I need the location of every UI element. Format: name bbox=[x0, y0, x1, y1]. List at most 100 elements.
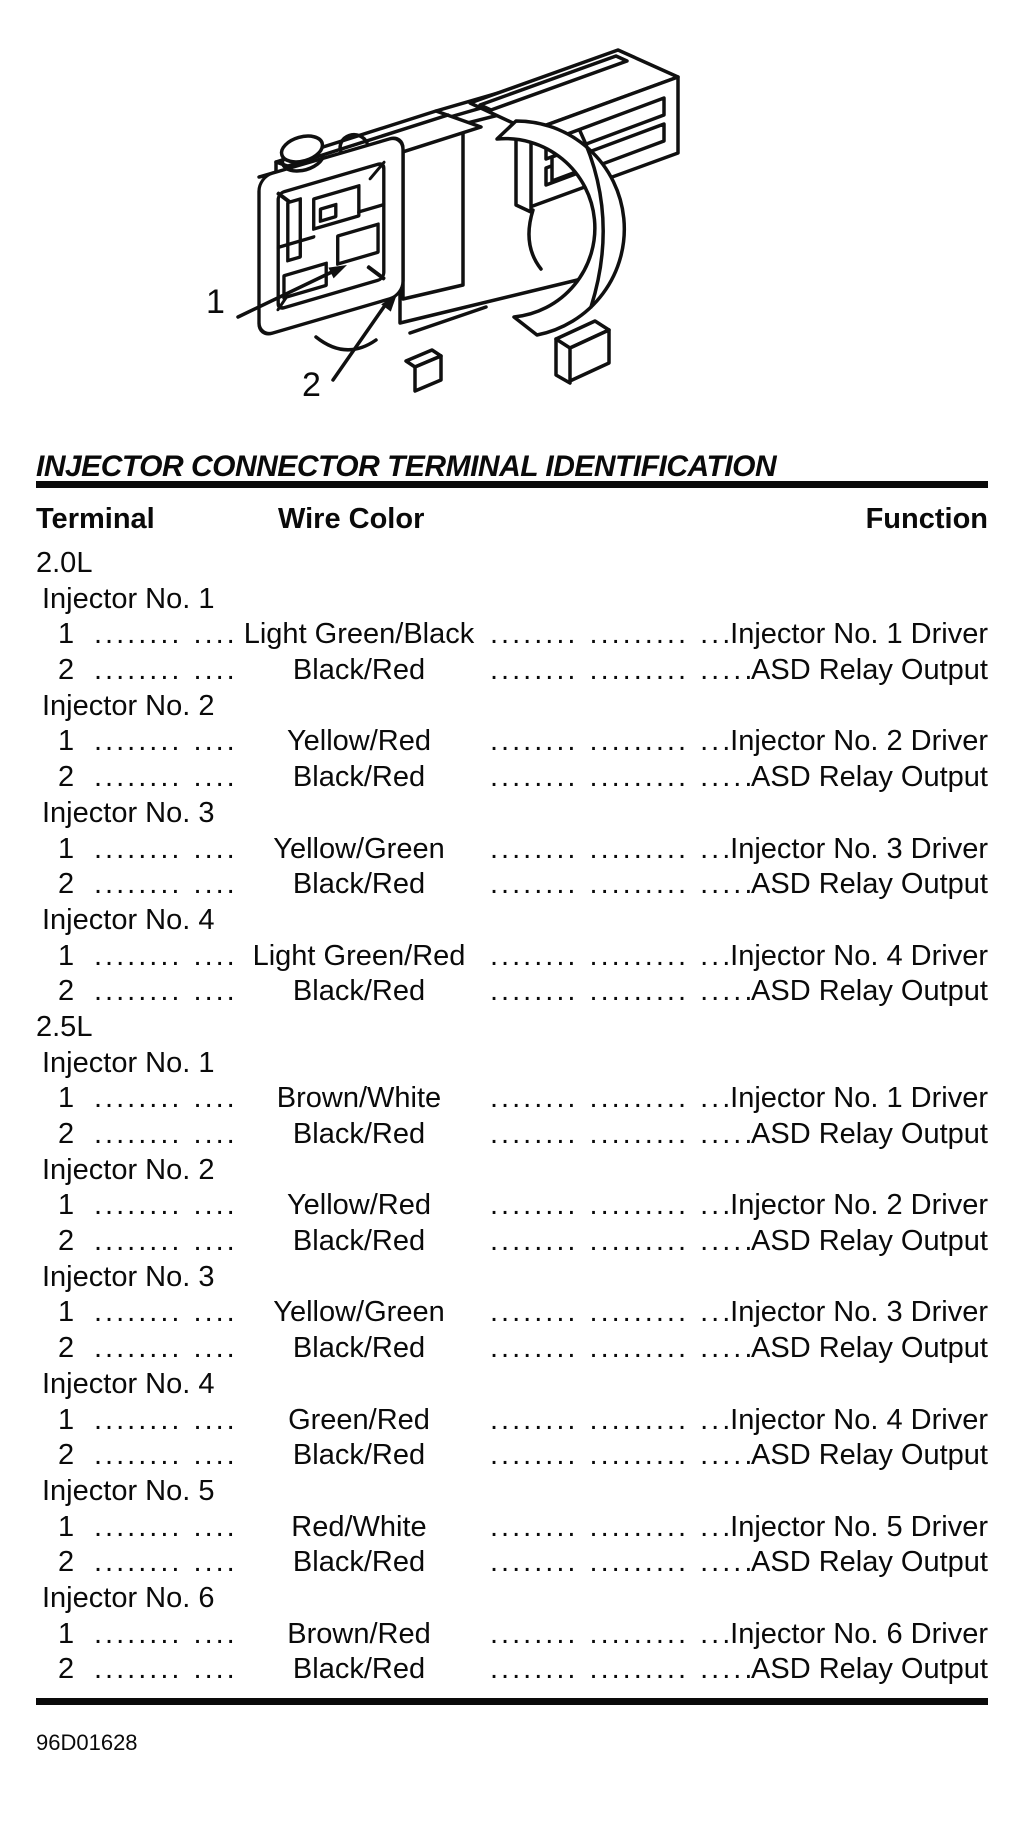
table-row: 1 ........ ......... ........ ......... .… bbox=[36, 724, 988, 760]
leader-dots: ........ ......... ........ ......... ..… bbox=[490, 1296, 730, 1329]
injector-group-label: Injector No. 2 bbox=[42, 689, 215, 722]
leader-dots: ........ ......... ........ ......... ..… bbox=[490, 1189, 730, 1222]
leader-dots: ........ ......... ........ ......... ..… bbox=[94, 1617, 236, 1650]
function-cell: ASD Relay Output bbox=[751, 1225, 988, 1258]
front-bottom-edge bbox=[408, 305, 488, 335]
table-row: 2........ ......... ........ ......... .… bbox=[36, 1117, 988, 1153]
injector-group-label: Injector No. 4 bbox=[42, 903, 215, 936]
table-row: 1........ ......... ........ ......... .… bbox=[36, 939, 988, 975]
leader-dots: ........ ......... ........ ......... ..… bbox=[94, 868, 236, 901]
leader-dots: ........ ......... ........ ......... ..… bbox=[94, 1332, 236, 1365]
leader-dots: ........ ......... ........ ......... ..… bbox=[490, 761, 751, 794]
function-cell: Injector No. 6 Driver bbox=[730, 1617, 988, 1650]
collar-rear-arc bbox=[578, 129, 605, 309]
wire-color-cell: Black/Red bbox=[292, 868, 426, 901]
page-title: INJECTOR CONNECTOR TERMINAL IDENTIFICATI… bbox=[36, 450, 777, 483]
terminal-cell: 1 bbox=[58, 1403, 75, 1436]
engine-heading: 2.5L bbox=[36, 1010, 93, 1043]
leader-dots: ........ ......... ........ ......... ..… bbox=[94, 1225, 236, 1258]
function-cell: ASD Relay Output bbox=[751, 1118, 988, 1150]
table-row: 2........ ......... ........ ......... .… bbox=[36, 1438, 988, 1474]
table-row: 2 ........ ......... ........ ......... .… bbox=[36, 867, 988, 903]
function-cell: Injector No. 2 Driver bbox=[730, 725, 988, 758]
table-row: 1 ........ ......... ........ ......... .… bbox=[36, 617, 988, 653]
table-row: 2 ........ ......... ........ ......... .… bbox=[36, 653, 988, 689]
terminal-2-cavity bbox=[336, 222, 380, 266]
injector-group-label: Injector No. 3 bbox=[42, 1260, 215, 1293]
injector-group-label: Injector No. 1 bbox=[42, 1046, 215, 1079]
function-cell: ASD Relay Output bbox=[751, 761, 988, 794]
table-row: 2 ........ ......... ........ ......... .… bbox=[36, 1652, 988, 1688]
terminal-cell: 1 bbox=[58, 1510, 75, 1543]
wire-color-cell: Yellow/Red bbox=[286, 725, 432, 758]
leader-dots: ........ ......... ........ ......... ..… bbox=[94, 1653, 236, 1686]
leader-dots: ........ ......... ........ ......... ..… bbox=[490, 832, 730, 865]
callout-arrowhead-1 bbox=[328, 265, 347, 279]
leader-dots: ........ ......... ........ ......... ..… bbox=[490, 618, 730, 651]
mount-foot-right-face bbox=[568, 328, 611, 383]
terminal-cell: 2 bbox=[58, 761, 75, 794]
wire-color-cell: Black/Red bbox=[292, 1439, 426, 1472]
callout-label-1: 1 bbox=[206, 283, 225, 321]
leader-dots: ........ ......... ........ ......... ..… bbox=[490, 654, 751, 687]
terminal-cell: 2 bbox=[58, 1439, 75, 1472]
seal-collar bbox=[495, 119, 627, 337]
wire-color-cell: Black/Red bbox=[292, 654, 426, 687]
leader-dots: ........ ......... ........ ......... ..… bbox=[94, 654, 236, 687]
mount-foot-left-face bbox=[413, 354, 443, 393]
wire-color-cell: Yellow/Green bbox=[273, 832, 445, 865]
function-cell: ASD Relay Output bbox=[751, 1332, 988, 1365]
flange-hole bbox=[279, 134, 325, 164]
wire-color-cell: Light Green/Red bbox=[252, 939, 466, 972]
terminal-cell: 1 bbox=[58, 1296, 75, 1329]
wire-color-cell: Black/Red bbox=[292, 1332, 426, 1365]
terminal-cell: 2 bbox=[58, 975, 75, 1008]
wire-hook-curve bbox=[314, 335, 378, 352]
injector-connector-drawing: 1 2 bbox=[206, 48, 680, 404]
function-cell: ASD Relay Output bbox=[751, 1439, 988, 1472]
leader-dots: ........ ......... ........ ......... ..… bbox=[94, 725, 236, 758]
table-row: 1........ ......... ........ ......... .… bbox=[36, 1617, 988, 1653]
table-row: 1........ ......... ........ ......... .… bbox=[36, 1081, 988, 1117]
terminal-cell: 2 bbox=[58, 1118, 75, 1150]
leader-dots: ........ ......... ........ ......... ..… bbox=[490, 1403, 730, 1436]
function-cell: Injector No. 5 Driver bbox=[730, 1510, 988, 1543]
leader-dots: ........ ......... ........ ......... ..… bbox=[490, 1653, 751, 1686]
terminal-cell: 1 bbox=[58, 618, 75, 651]
function-cell: ASD Relay Output bbox=[751, 975, 988, 1008]
terminal-cell: 2 bbox=[58, 1653, 75, 1686]
callout-arrowhead-2 bbox=[381, 294, 397, 312]
function-cell: Injector No. 3 Driver bbox=[730, 1296, 988, 1329]
function-cell: Injector No. 1 Driver bbox=[730, 618, 988, 651]
leader-dots: ........ ......... ........ ......... ..… bbox=[490, 1225, 751, 1258]
connector-figure: 1 2 bbox=[150, 45, 730, 420]
figure-id: 96D01628 bbox=[36, 1730, 138, 1755]
table-row: 2........ ......... ........ ......... .… bbox=[36, 974, 988, 1010]
function-cell: ASD Relay Output bbox=[751, 868, 988, 901]
cavity-depth-line-br bbox=[366, 265, 386, 281]
leader-dots: ........ ......... ........ ......... ..… bbox=[94, 1189, 236, 1222]
terminal-cell: 1 bbox=[58, 1189, 75, 1222]
wire-color-cell: Green/Red bbox=[288, 1403, 430, 1436]
table-row: 2 ........ ......... ........ ......... .… bbox=[36, 760, 988, 796]
terminal-cell: 1 bbox=[58, 1082, 75, 1115]
cavity-depth-line-tr bbox=[368, 160, 386, 181]
wire-color-cell: Yellow/Green bbox=[273, 1296, 445, 1329]
function-cell: Injector No. 4 Driver bbox=[730, 1403, 988, 1436]
terminal-cell: 2 bbox=[58, 654, 75, 687]
cavity-shelf-left bbox=[276, 235, 316, 250]
function-cell: ASD Relay Output bbox=[751, 654, 988, 687]
mount-foot-right-edge bbox=[554, 337, 572, 385]
leader-dots: ........ ......... ........ ......... ..… bbox=[490, 939, 730, 972]
leader-dots: ........ ......... ........ ......... ..… bbox=[94, 1403, 236, 1436]
column-header-terminal: Terminal bbox=[36, 503, 155, 535]
wire-color-cell: Brown/White bbox=[276, 1082, 442, 1115]
terminal-cell: 2 bbox=[58, 868, 75, 901]
terminal-cell: 1 bbox=[58, 725, 75, 758]
heading-rule bbox=[36, 481, 988, 488]
injector-group-label: Injector No. 3 bbox=[42, 796, 215, 829]
wire-color-cell: Black/Red bbox=[292, 1225, 426, 1258]
leader-dots: ........ ......... ........ ......... ..… bbox=[490, 1510, 730, 1543]
leader-dots: ........ ......... ........ ......... ..… bbox=[94, 761, 236, 794]
